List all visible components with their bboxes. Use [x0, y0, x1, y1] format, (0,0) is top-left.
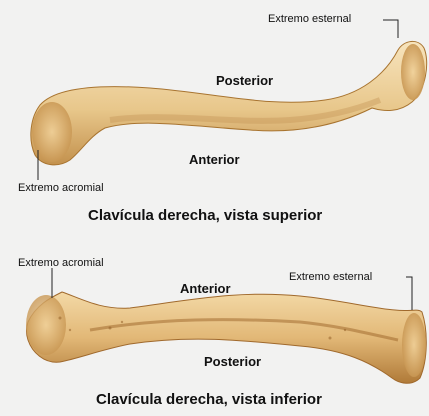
label-sternal-end-superior: Extremo esternal: [268, 14, 351, 25]
clavicle-inferior-view: [26, 292, 426, 383]
sternal-end-superior: [401, 44, 425, 100]
label-posterior-superior: Posterior: [216, 74, 273, 87]
label-acromial-end-superior: Extremo acromial: [18, 183, 104, 194]
label-anterior-inferior: Anterior: [180, 282, 231, 295]
clavicle-inferior-shaft: [27, 292, 427, 383]
label-sternal-end-inferior: Extremo esternal: [289, 272, 372, 283]
label-posterior-inferior: Posterior: [204, 355, 261, 368]
caption-superior-view: Clavícula derecha, vista superior: [88, 208, 322, 223]
leader-sternal-superior: [383, 20, 398, 38]
clavicle-superior-view: [31, 41, 427, 164]
caption-inferior-view: Clavícula derecha, vista inferior: [96, 392, 322, 407]
label-anterior-superior: Anterior: [189, 153, 240, 166]
sternal-end-inferior: [402, 313, 426, 377]
acromial-end-inferior: [26, 295, 66, 355]
leader-sternal-inferior: [406, 277, 412, 310]
label-acromial-end-inferior: Extremo acromial: [18, 258, 104, 269]
